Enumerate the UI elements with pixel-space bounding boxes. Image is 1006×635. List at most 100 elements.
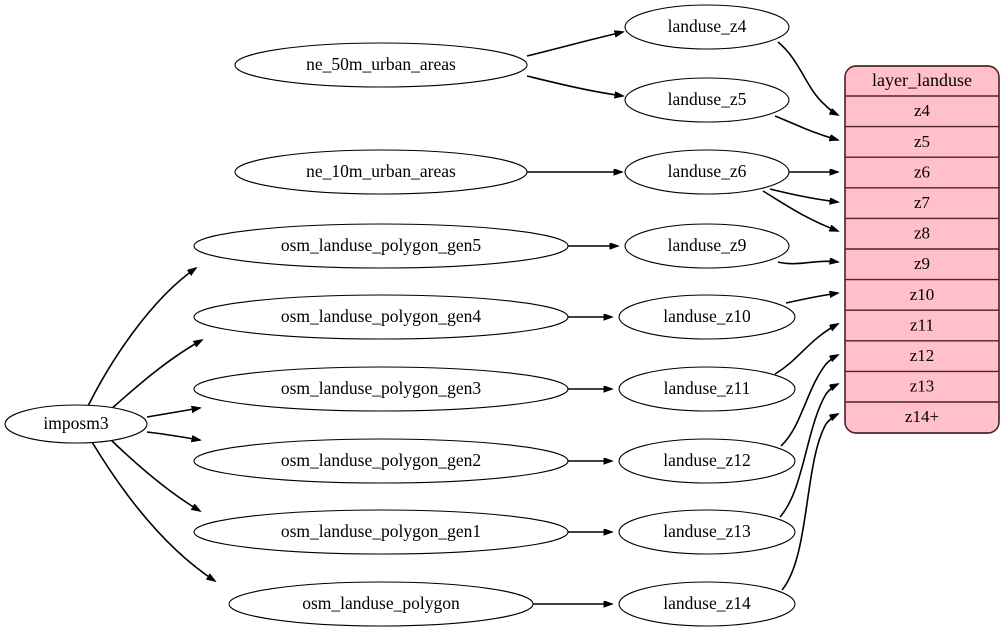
node-shape-source-table bbox=[193, 223, 569, 269]
edge-line bbox=[526, 32, 623, 57]
edge-imposm3-to-osm_landuse_polygon_gen5 bbox=[87, 268, 196, 407]
node-osm_landuse_polygon_gen5[interactable]: osm_landuse_polygon_gen5 bbox=[193, 223, 569, 269]
node-shape-zoom-view bbox=[618, 366, 796, 412]
node-label: landuse_z9 bbox=[668, 235, 747, 255]
edge-landuse_z4-to-z4 bbox=[777, 41, 838, 115]
node-osm_landuse_polygon_gen3[interactable]: osm_landuse_polygon_gen3 bbox=[193, 366, 569, 412]
edge-landuse_z10-to-z10 bbox=[785, 293, 838, 304]
edge-line bbox=[781, 414, 838, 591]
edge-landuse_z5-to-z5 bbox=[774, 115, 838, 140]
node-landuse_z10[interactable]: landuse_z10 bbox=[618, 294, 796, 340]
edge-line bbox=[769, 188, 838, 202]
node-label: ne_50m_urban_areas bbox=[306, 54, 456, 74]
node-shape-zoom-view bbox=[624, 4, 790, 50]
edge-line bbox=[779, 384, 838, 518]
table-row-z13[interactable]: z13 bbox=[910, 377, 935, 396]
node-shape-source-table bbox=[228, 581, 534, 627]
node-shape-zoom-view bbox=[624, 223, 790, 269]
node-landuse_z9[interactable]: landuse_z9 bbox=[624, 223, 790, 269]
edge-line bbox=[91, 441, 215, 581]
table-row-z8[interactable]: z8 bbox=[914, 224, 930, 243]
node-landuse_z13[interactable]: landuse_z13 bbox=[618, 509, 796, 555]
node-label: landuse_z4 bbox=[668, 16, 747, 36]
table-layer-landuse: layer_landuse z4 z5 z6 z7 z8 z9 z10 z11 z12 z13 z14… bbox=[844, 65, 1000, 434]
node-shape-source-table bbox=[234, 149, 528, 195]
node-landuse_z14[interactable]: landuse_z14 bbox=[618, 581, 796, 627]
node-shape-source-table bbox=[193, 509, 569, 555]
node-label: landuse_z6 bbox=[668, 161, 747, 181]
node-landuse_z4[interactable]: landuse_z4 bbox=[624, 4, 790, 50]
node-label: osm_landuse_polygon_gen2 bbox=[281, 450, 481, 470]
table-row-z12[interactable]: z12 bbox=[910, 346, 935, 365]
node-shape-importer bbox=[4, 404, 148, 444]
node-osm_landuse_polygon[interactable]: osm_landuse_polygon bbox=[228, 581, 534, 627]
edge-line bbox=[526, 75, 623, 96]
node-label: landuse_z12 bbox=[663, 450, 750, 470]
table-row-z11[interactable]: z11 bbox=[910, 315, 934, 334]
node-label: landuse_z13 bbox=[663, 521, 751, 541]
node-landuse_z11[interactable]: landuse_z11 bbox=[618, 366, 796, 412]
edge-landuse_z6-to-z8 bbox=[762, 190, 838, 232]
node-landuse_z5[interactable]: landuse_z5 bbox=[624, 77, 790, 123]
edge-landuse_z13-to-z13 bbox=[779, 384, 838, 518]
edge-landuse_z11-to-z11 bbox=[774, 324, 838, 375]
node-osm_landuse_polygon_gen1[interactable]: osm_landuse_polygon_gen1 bbox=[193, 509, 569, 555]
node-shape-source-table bbox=[193, 366, 569, 412]
edge-line bbox=[777, 261, 838, 263]
node-ne_50m_urban_areas[interactable]: ne_50m_urban_areas bbox=[234, 42, 528, 88]
node-label: osm_landuse_polygon_gen3 bbox=[281, 378, 482, 398]
node-imposm3[interactable]: imposm3 bbox=[4, 404, 148, 444]
node-shape-zoom-view bbox=[624, 149, 790, 195]
node-shape-zoom-view bbox=[618, 438, 796, 484]
node-label: imposm3 bbox=[43, 413, 108, 433]
table-header-label: layer_landuse bbox=[872, 70, 972, 90]
table-outline bbox=[844, 65, 1000, 434]
edges-layer bbox=[87, 32, 838, 604]
node-shape-source-table bbox=[193, 294, 569, 340]
edge-imposm3-to-osm_landuse_polygon_gen2 bbox=[146, 431, 200, 440]
edge-line bbox=[146, 431, 200, 440]
table-row-z6[interactable]: z6 bbox=[914, 162, 930, 181]
edge-line bbox=[109, 340, 202, 411]
edge-landuse_z12-to-z12 bbox=[780, 355, 838, 447]
table-row-z7[interactable]: z7 bbox=[914, 193, 931, 212]
edge-line bbox=[774, 324, 838, 375]
edge-imposm3-to-osm_landuse_polygon_gen3 bbox=[146, 408, 200, 418]
node-landuse_z12[interactable]: landuse_z12 bbox=[618, 438, 796, 484]
edge-line bbox=[762, 190, 838, 232]
node-label: osm_landuse_polygon_gen5 bbox=[281, 235, 482, 255]
node-shape-source-table bbox=[234, 42, 528, 88]
node-label: landuse_z14 bbox=[663, 593, 751, 613]
table-row-z9[interactable]: z9 bbox=[914, 254, 930, 273]
edge-line bbox=[785, 293, 838, 304]
node-osm_landuse_polygon_gen2[interactable]: osm_landuse_polygon_gen2 bbox=[193, 438, 569, 484]
table-row-z5[interactable]: z5 bbox=[914, 132, 930, 151]
table-row-z10[interactable]: z10 bbox=[910, 285, 935, 304]
node-label: landuse_z5 bbox=[668, 89, 747, 109]
table-row-z4[interactable]: z4 bbox=[914, 101, 931, 120]
layer-table-layer_landuse[interactable]: layer_landuse z4 z5 z6 z7 z8 z9 z10 z11 z12 z13 z14… bbox=[844, 65, 1000, 434]
node-shape-source-table bbox=[193, 438, 569, 484]
node-shape-zoom-view bbox=[618, 294, 796, 340]
table-row-z14+[interactable]: z14+ bbox=[905, 407, 939, 426]
node-landuse_z6[interactable]: landuse_z6 bbox=[624, 149, 790, 195]
node-shape-zoom-view bbox=[618, 509, 796, 555]
edge-line bbox=[774, 115, 838, 140]
node-label: osm_landuse_polygon bbox=[302, 593, 460, 613]
node-label: osm_landuse_polygon_gen4 bbox=[281, 306, 482, 326]
edge-imposm3-to-osm_landuse_polygon bbox=[91, 441, 215, 581]
edge-line bbox=[109, 438, 200, 511]
node-label: landuse_z10 bbox=[663, 306, 751, 326]
edge-line bbox=[780, 355, 838, 447]
node-shape-zoom-view bbox=[618, 581, 796, 627]
edge-ne_50m_urban_areas-to-landuse_z5 bbox=[526, 75, 623, 96]
node-ne_10m_urban_areas[interactable]: ne_10m_urban_areas bbox=[234, 149, 528, 195]
edge-line bbox=[146, 408, 200, 418]
edge-landuse_z6-to-z7 bbox=[769, 188, 838, 202]
node-label: osm_landuse_polygon_gen1 bbox=[281, 521, 481, 541]
edge-landuse_z14-to-z14+ bbox=[781, 414, 838, 591]
nodes-layer: ne_50m_urban_areas ne_10m_urban_areas osm_… bbox=[4, 4, 796, 627]
node-osm_landuse_polygon_gen4[interactable]: osm_landuse_polygon_gen4 bbox=[193, 294, 569, 340]
